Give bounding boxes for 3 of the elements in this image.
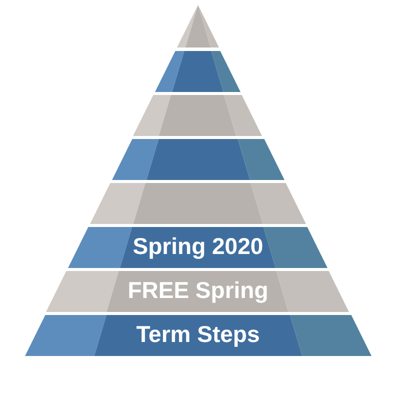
band-label: Term Steps [136, 321, 260, 348]
band-label: FREE Spring [128, 277, 268, 304]
band-label: Spring 2020 [132, 233, 264, 260]
